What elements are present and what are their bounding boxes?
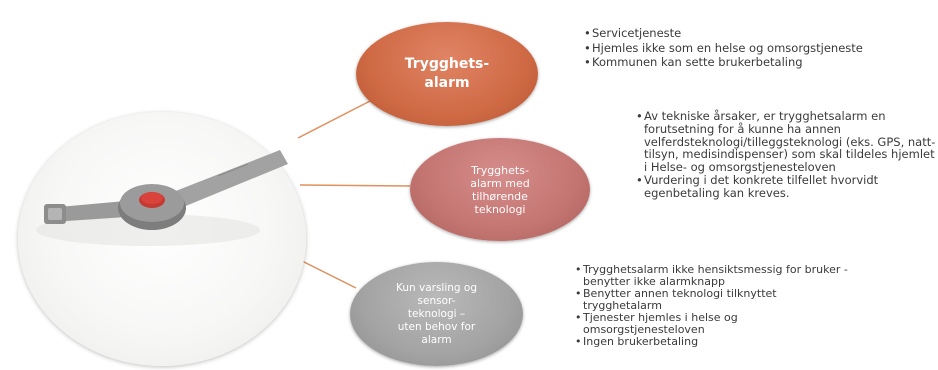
list-item: Benytter annen teknologi tilknyttet tryg…: [575, 288, 855, 312]
list-item: Ingen brukerbetaling: [575, 336, 855, 349]
list-item: Tjenester hjemles i helse og omsorgstjen…: [575, 312, 855, 336]
bubble-label: Kun varsling og sensor- teknologi – uten…: [395, 281, 478, 346]
bubble-label: Trygghets- alarm med tilhørende teknolog…: [470, 163, 530, 216]
bubble-label: Trygghets- alarm: [404, 56, 490, 91]
list-trygghetsalarm: Servicetjeneste Hjemles ikke som en hels…: [584, 26, 884, 71]
device-photo-circle: [18, 112, 306, 366]
list-kun-varsling: Trygghetsalarm ikke hensiktsmessig for b…: [575, 264, 855, 349]
list-item: Vurdering i det konkrete tilfellet hvorv…: [636, 174, 936, 200]
bubble-trygghetsalarm: Trygghets- alarm: [356, 22, 538, 126]
bubble-kun-varsling: Kun varsling og sensor- teknologi – uten…: [350, 262, 523, 366]
list-item: Hjemles ikke som en helse og omsorgstjen…: [584, 41, 884, 56]
list-item: Trygghetsalarm ikke hensiktsmessig for b…: [575, 264, 855, 288]
list-item: Servicetjeneste: [584, 26, 884, 41]
connector-middle: [299, 184, 411, 187]
list-trygghetsalarm-med-teknologi: Av tekniske årsaker, er trygghetsalarm e…: [636, 110, 936, 200]
bubble-trygghetsalarm-med-teknologi: Trygghets- alarm med tilhørende teknolog…: [410, 138, 590, 241]
list-item: Kommunen kan sette brukerbetaling: [584, 55, 884, 70]
list-item: Av tekniske årsaker, er trygghetsalarm e…: [636, 110, 936, 174]
connector-top: [297, 99, 373, 139]
alarm-wristband-icon: [36, 150, 288, 246]
